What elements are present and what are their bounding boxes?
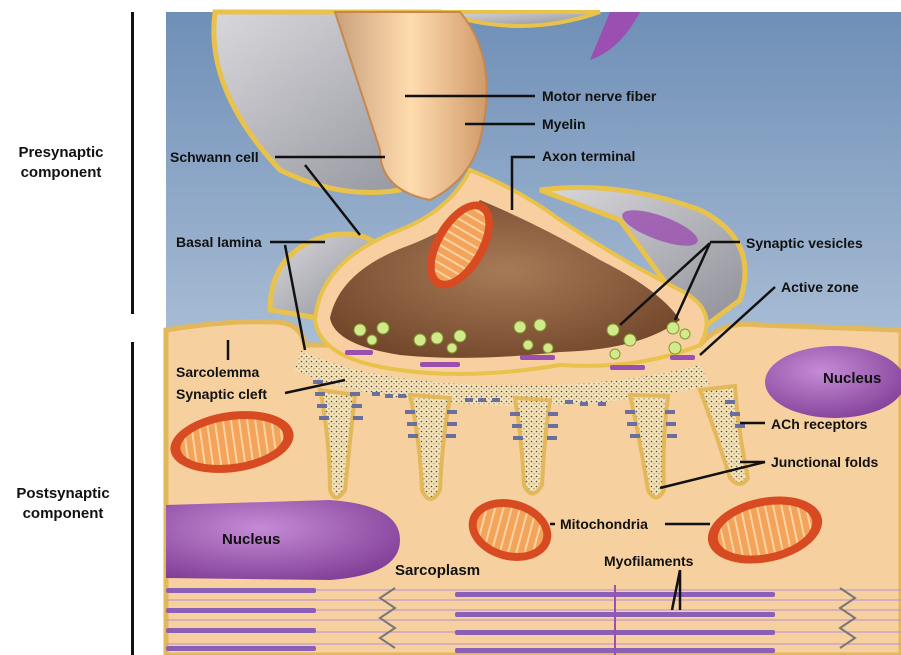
label-synaptic-cleft: Synaptic cleft (176, 386, 267, 402)
label-mitochondria: Mitochondria (560, 516, 648, 532)
label-axon-terminal: Axon terminal (542, 148, 635, 164)
label-myelin: Myelin (542, 116, 586, 132)
label-basal-lamina: Basal lamina (176, 234, 262, 250)
label-sarcoplasm: Sarcoplasm (395, 563, 480, 579)
label-nucleus-right: Nucleus (823, 371, 881, 387)
label-junctional-folds: Junctional folds (771, 454, 878, 470)
label-nucleus-left: Nucleus (222, 532, 280, 548)
label-synaptic-vesicles: Synaptic vesicles (746, 235, 863, 251)
label-active-zone: Active zone (781, 279, 859, 295)
label-sarcolemma: Sarcolemma (176, 364, 259, 380)
label-motor-nerve-fiber: Motor nerve fiber (542, 88, 656, 104)
label-ach-receptors: ACh receptors (771, 416, 867, 432)
label-schwann-cell: Schwann cell (170, 149, 259, 165)
label-myofilaments: Myofilaments (604, 553, 693, 569)
nucleus-left-shape (166, 500, 400, 580)
